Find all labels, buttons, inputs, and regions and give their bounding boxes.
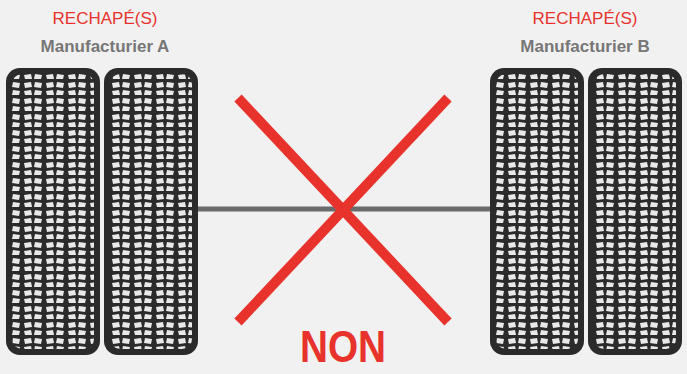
manufacturer-label: Manufacturier A [41, 38, 170, 57]
dual-tires-left [6, 68, 198, 355]
retread-label: RECHAPÉ(S) [53, 10, 158, 29]
retread-label: RECHAPÉ(S) [533, 10, 638, 29]
red-cross [238, 98, 448, 322]
prohibition-word: NON [300, 323, 386, 371]
manufacturer-label: Manufacturier B [520, 38, 649, 57]
dual-tires-right [490, 68, 682, 355]
